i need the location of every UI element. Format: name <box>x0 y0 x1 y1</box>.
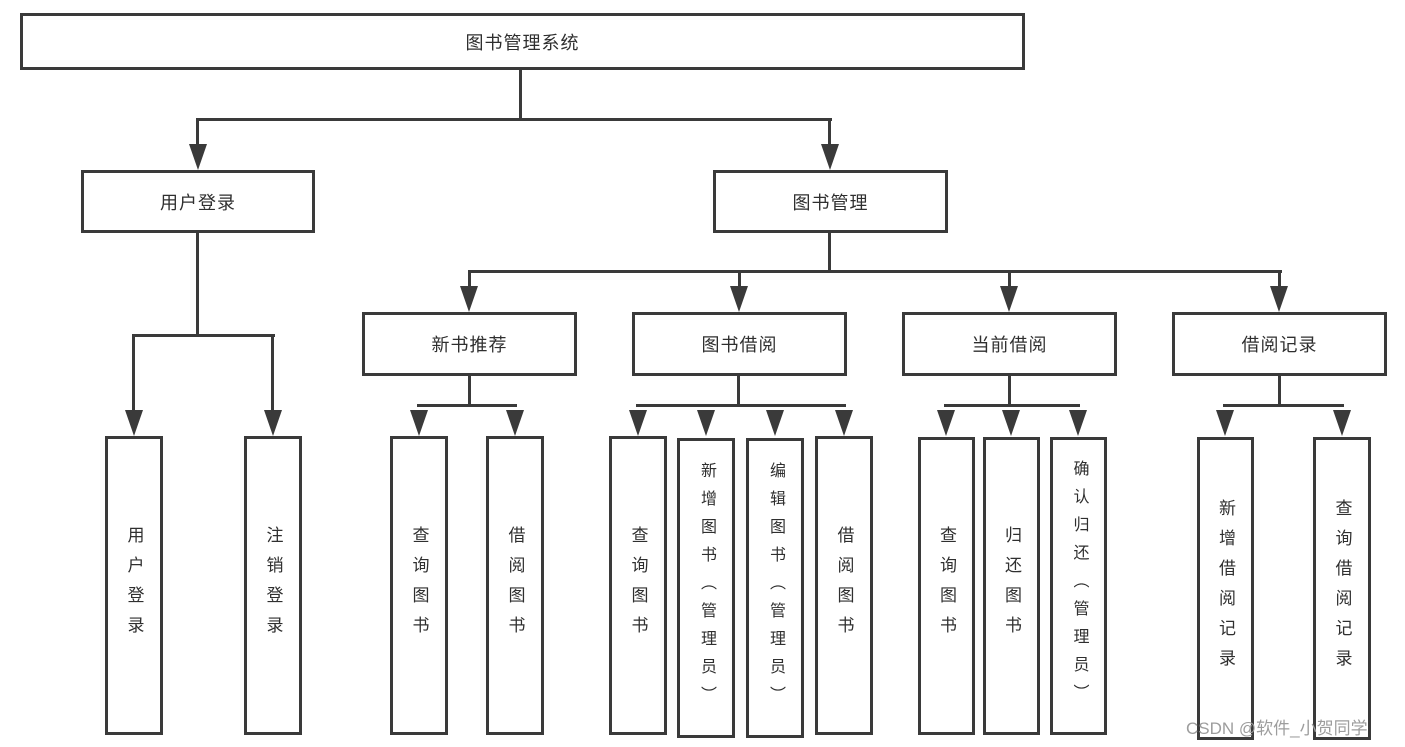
leaf-query-books-recommend: 查询图书 <box>390 436 448 735</box>
leaf-add-borrow-record: 新增借阅记录 <box>1197 437 1254 740</box>
connector-root-rail <box>197 118 832 121</box>
arrowhead <box>1069 410 1087 436</box>
connector-drop <box>1278 270 1281 290</box>
arrowhead <box>1002 410 1020 436</box>
node-label: 借阅记录 <box>1241 335 1318 355</box>
node-borrow-records: 借阅记录 <box>1172 312 1387 376</box>
connector-stem <box>468 376 471 406</box>
leaf-label: 借阅图书 <box>834 525 854 646</box>
arrowhead <box>937 410 955 436</box>
leaf-logout: 注销登录 <box>244 436 302 735</box>
leaf-label: 查询图书 <box>937 526 956 646</box>
node-label: 新书推荐 <box>431 335 508 355</box>
arrowhead <box>189 144 207 170</box>
node-user-login: 用户登录 <box>81 170 315 233</box>
node-book-borrowing: 图书借阅 <box>632 312 847 376</box>
leaf-label: 用户登录 <box>124 525 144 646</box>
connector-drop <box>738 270 741 290</box>
leaf-label: 新增图书（管理员） <box>698 462 715 714</box>
node-label: 图书管理 <box>792 192 869 213</box>
arrowhead <box>629 410 647 436</box>
leaf-edit-books-admin: 编辑图书（管理员） <box>746 438 804 738</box>
connector-login-rail <box>132 334 275 337</box>
connector-drop <box>196 118 199 148</box>
leaf-borrow-books: 借阅图书 <box>815 436 873 735</box>
arrowhead <box>766 410 784 436</box>
connector-drop <box>132 334 135 412</box>
arrowhead <box>821 144 839 170</box>
connector-login-stem <box>196 233 199 334</box>
connector-rail <box>944 404 1080 407</box>
connector-drop <box>271 334 274 412</box>
connector-drop <box>828 118 831 148</box>
arrowhead <box>835 410 853 436</box>
connector-mgmt-rail <box>468 270 1282 273</box>
csdn-watermark: CSDN @软件_小贺同学 <box>1186 719 1368 738</box>
node-current-borrowing: 当前借阅 <box>902 312 1117 376</box>
node-library-system: 图书管理系统 <box>20 13 1025 70</box>
leaf-label: 查询图书 <box>409 525 429 646</box>
connector-drop <box>1008 270 1011 290</box>
arrowhead <box>506 410 524 436</box>
connector-stem <box>737 376 740 406</box>
connector-stem <box>1278 376 1281 406</box>
leaf-label: 注销登录 <box>263 525 283 646</box>
leaf-label: 查询借阅记录 <box>1332 498 1352 679</box>
arrowhead <box>1270 286 1288 312</box>
connector-rail <box>417 404 517 407</box>
arrowhead <box>460 286 478 312</box>
connector-stem <box>1008 376 1011 406</box>
leaf-label: 借阅图书 <box>505 525 525 646</box>
node-label: 图书管理系统 <box>465 32 580 53</box>
leaf-label: 新增借阅记录 <box>1216 498 1235 679</box>
leaf-label: 确认归还（管理员） <box>1070 460 1088 712</box>
leaf-add-books-admin: 新增图书（管理员） <box>677 438 735 738</box>
leaf-query-books-current: 查询图书 <box>918 437 975 735</box>
arrowhead <box>1216 410 1234 436</box>
connector-rail <box>1223 404 1344 407</box>
arrowhead <box>730 286 748 312</box>
node-label: 用户登录 <box>160 192 236 213</box>
leaf-query-books-borrowing: 查询图书 <box>609 436 667 735</box>
leaf-label: 归还图书 <box>1002 526 1021 646</box>
node-label: 图书借阅 <box>701 335 778 355</box>
arrowhead <box>125 410 143 436</box>
connector-root-stem <box>519 70 522 118</box>
node-new-book-recommend: 新书推荐 <box>362 312 577 376</box>
arrowhead <box>697 410 715 436</box>
leaf-user-login: 用户登录 <box>105 436 163 735</box>
node-label: 当前借阅 <box>971 335 1048 355</box>
leaf-confirm-return-admin: 确认归还（管理员） <box>1050 437 1107 735</box>
connector-mgmt-stem <box>828 233 831 272</box>
leaf-return-books: 归还图书 <box>983 437 1040 735</box>
leaf-label: 编辑图书（管理员） <box>767 462 784 714</box>
arrowhead <box>1000 286 1018 312</box>
connector-rail <box>636 404 846 407</box>
arrowhead <box>1333 410 1351 436</box>
leaf-borrow-books-recommend: 借阅图书 <box>486 436 544 735</box>
leaf-label: 查询图书 <box>628 525 648 646</box>
arrowhead <box>410 410 428 436</box>
leaf-query-borrow-record: 查询借阅记录 <box>1313 437 1371 740</box>
arrowhead <box>264 410 282 436</box>
connector-drop <box>468 270 471 290</box>
node-book-management: 图书管理 <box>713 170 948 233</box>
